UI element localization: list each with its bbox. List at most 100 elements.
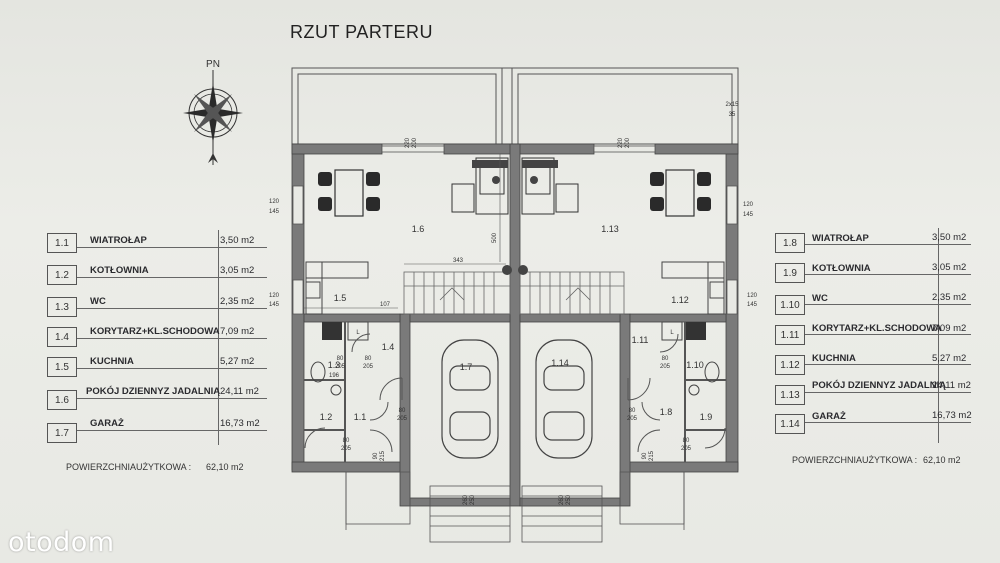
- dim-80-d: 80: [662, 356, 669, 362]
- dim-215-a: 215: [380, 450, 386, 461]
- legend-right-num-4: 1.11: [775, 325, 805, 345]
- compass-rose-icon: PN: [183, 59, 243, 165]
- dim-80-a: 80: [365, 356, 372, 362]
- legend-left-area-4: 7,09 m2: [220, 326, 255, 337]
- room-1-2-label: 1.2: [320, 412, 333, 422]
- legend-right-name-3: WC: [812, 293, 828, 304]
- dim-200-b: 200: [625, 137, 631, 148]
- dim-205-g: 205: [335, 364, 346, 370]
- room-1-5-label: 1.5: [334, 293, 347, 303]
- legend-left-name-5: KUCHNIA: [90, 356, 134, 367]
- dim-2x15: 2x15: [725, 102, 739, 108]
- room-1-12-label: 1.12: [671, 295, 689, 305]
- legend-left-name-3: WC: [90, 296, 106, 307]
- dim-260-a: 260: [463, 494, 469, 505]
- dim-80-f: 80: [683, 438, 690, 444]
- legend-right-area-7: 16,73 m2: [932, 410, 972, 421]
- legend-left-num-4: 1.4: [47, 327, 77, 347]
- dim-145-c: 145: [269, 302, 280, 308]
- dim-90-b: 90: [642, 452, 648, 459]
- legend-right-name-6: POKÓJ DZIENNYZ JADALNIĄ: [812, 380, 947, 391]
- legend-left-area-5: 5,27 m2: [220, 356, 255, 367]
- legend-right-area-4: 7,09 m2: [932, 323, 967, 334]
- dim-220-a: 220: [405, 137, 411, 148]
- dim-107: 107: [380, 302, 391, 308]
- legend-left-num-2: 1.2: [47, 265, 77, 285]
- legend-left-area-7: 16,73 m2: [220, 418, 260, 429]
- legend-left-area-3: 2,35 m2: [220, 296, 255, 307]
- legend-right-area-6: 24,11 m2: [932, 380, 971, 391]
- legend-left-name-6: POKÓJ DZIENNYZ JADALNIĄ: [86, 386, 221, 397]
- legend-right-name-4: KORYTARZ+KL.SCHODOWA: [812, 323, 942, 334]
- room-1-3-label: 1.3: [328, 360, 341, 370]
- dim-500: 500: [492, 232, 498, 243]
- dim-250-b: 250: [566, 494, 572, 505]
- drawing-title: RZUT PARTERU: [290, 22, 434, 42]
- dim-90-a: 90: [373, 452, 379, 459]
- dim-205-c: 205: [341, 446, 352, 452]
- legend-left-area-1: 3,50 m2: [220, 235, 255, 246]
- dim-250-a: 250: [470, 494, 476, 505]
- legend-right-name-7: GARAŻ: [812, 411, 846, 422]
- fridge-label-left: L: [356, 330, 360, 336]
- dim-80-c: 80: [343, 438, 350, 444]
- dim-145-d: 145: [747, 302, 758, 308]
- fridge-label-right: L: [670, 330, 674, 336]
- dim-200-a: 200: [412, 137, 418, 148]
- room-1-1-label: 1.1: [354, 412, 367, 422]
- legend-left-name-1: WIATROŁAP: [90, 235, 147, 246]
- room-1-13-label: 1.13: [601, 224, 619, 234]
- dim-215-b: 215: [649, 450, 655, 461]
- legend-left-total-label: POWIERZCHNIAUŻYTKOWA :: [66, 462, 192, 472]
- dim-80-g: 80: [337, 356, 344, 362]
- legend-left-name-4: KORYTARZ+KL.SCHODOWA: [90, 326, 220, 337]
- dim-35: 35: [729, 112, 736, 118]
- legend-left-num-1: 1.1: [47, 233, 77, 253]
- legend-right-num-3: 1.10: [775, 295, 805, 315]
- legend-left-total-value: 62,10 m2: [206, 462, 244, 472]
- room-1-10-label: 1.10: [686, 360, 704, 370]
- legend-left-area-2: 3,05 m2: [220, 265, 255, 276]
- dim-205-f: 205: [681, 446, 692, 452]
- dim-343: 343: [453, 258, 464, 264]
- dim-145-a: 145: [269, 209, 280, 215]
- dim-260-b: 260: [559, 494, 565, 505]
- room-1-9-label: 1.9: [700, 412, 713, 422]
- dim-220-b: 220: [618, 137, 624, 148]
- dim-120-c: 120: [269, 293, 280, 299]
- dim-205-b: 205: [397, 416, 408, 422]
- room-1-14-label: 1.14: [551, 358, 569, 368]
- legend-right-total-value: 62,10 m2: [923, 455, 961, 465]
- dim-120-d: 120: [747, 293, 758, 299]
- dim-145-b: 145: [743, 212, 754, 218]
- legend-left-area-6: 24,11 m2: [220, 386, 259, 397]
- legend-right-name-1: WIATROŁAP: [812, 233, 869, 244]
- legend-left-num-7: 1.7: [47, 423, 77, 443]
- legend-left-num-5: 1.5: [47, 357, 77, 377]
- dim-205-e: 205: [627, 416, 638, 422]
- dim-205-a: 205: [363, 364, 374, 370]
- legend-left-name-7: GARAŻ: [90, 418, 124, 429]
- dim-196: 196: [329, 373, 340, 379]
- legend-right-area-2: 3,05 m2: [932, 262, 967, 273]
- legend-right-num-1: 1.8: [775, 233, 805, 253]
- legend-right-total-label: POWIERZCHNIAUŻYTKOWA :: [792, 455, 918, 465]
- room-1-6-label: 1.6: [412, 224, 425, 234]
- north-label: PN: [206, 59, 220, 70]
- dim-205-d: 205: [660, 364, 671, 370]
- legend-right-name-2: KOTŁOWNIA: [812, 263, 871, 274]
- legend-right-num-7: 1.14: [775, 414, 805, 434]
- dim-120-b: 120: [743, 202, 754, 208]
- legend-left-num-3: 1.3: [47, 297, 77, 317]
- otodom-watermark-logo: otodom: [8, 527, 115, 558]
- legend-right-name-5: KUCHNIA: [812, 353, 856, 364]
- legend-right-area-5: 5,27 m2: [932, 353, 967, 364]
- dim-120-a: 120: [269, 199, 280, 205]
- dim-80-b: 80: [399, 408, 406, 414]
- room-1-8-label: 1.8: [660, 407, 673, 417]
- legend-right-num-6: 1.13: [775, 385, 805, 405]
- room-1-11-label: 1.11: [632, 335, 649, 345]
- dim-80-e: 80: [629, 408, 636, 414]
